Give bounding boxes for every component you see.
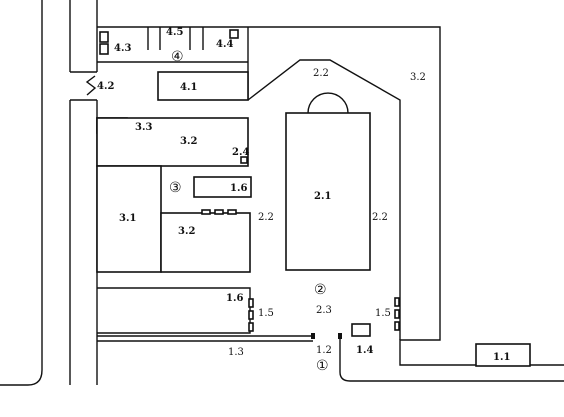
label-1-5-right: 1.5 <box>375 308 391 319</box>
zone-4-marker: ④ <box>171 49 184 65</box>
marker-1-5-right-c <box>394 321 400 331</box>
label-4-4: 4.4 <box>216 39 233 50</box>
label-1-4: 1.4 <box>356 345 373 356</box>
label-1-3: 1.3 <box>228 347 244 358</box>
label-3-3: 3.3 <box>135 122 152 133</box>
label-1-6-bottom: 1.6 <box>226 293 243 304</box>
post-left <box>311 333 315 339</box>
label-3-1: 3.1 <box>119 213 136 224</box>
label-2-2-top: 2.2 <box>313 68 329 79</box>
post-right <box>338 333 342 339</box>
building-3-2-lower-notch-2 <box>214 209 224 215</box>
label-2-2-right: 2.2 <box>372 212 388 223</box>
zone-1-marker: ① <box>316 358 329 374</box>
marker-4-3-upper <box>99 31 109 43</box>
road-edge-left-outer <box>0 0 43 386</box>
label-4-3: 4.3 <box>114 43 131 54</box>
building-3-2-lower-notch-3 <box>227 209 237 215</box>
label-1-1: 1.1 <box>493 352 510 363</box>
marker-1-5-right-a <box>394 297 400 307</box>
building-4-1 <box>157 71 249 101</box>
label-3-2-upper: 3.2 <box>180 136 197 147</box>
building-3-1 <box>96 165 162 273</box>
label-1-2: 1.2 <box>316 345 332 356</box>
label-2-3: 2.3 <box>316 305 332 316</box>
zone-3-marker: ③ <box>169 180 182 196</box>
label-3-2-lower: 3.2 <box>178 226 195 237</box>
building-2-1-dome <box>307 92 349 114</box>
marker-1-5-left-c <box>248 322 254 332</box>
label-3-2-right: 3.2 <box>410 72 426 83</box>
gate-symbol <box>85 75 97 96</box>
label-1-6-top: 1.6 <box>230 183 247 194</box>
building-3-2-lower-notch-1 <box>201 209 211 215</box>
building-1-6-top <box>193 176 252 198</box>
building-1-4 <box>351 323 371 337</box>
label-2-2-left: 2.2 <box>258 212 274 223</box>
marker-1-5-right-b <box>394 309 400 319</box>
label-1-5-left: 1.5 <box>258 308 274 319</box>
label-2-4: 2.4 <box>232 147 249 158</box>
diagonal-boundary <box>247 59 401 340</box>
marker-2-4 <box>240 156 248 164</box>
marker-4-3-lower <box>99 43 109 55</box>
building-2-1 <box>285 112 371 271</box>
marker-4-4 <box>229 29 239 39</box>
road-edge-right <box>339 338 564 382</box>
label-2-1: 2.1 <box>314 191 331 202</box>
building-1-1 <box>475 343 531 367</box>
building-3-2-upper <box>96 117 249 167</box>
marker-1-5-left-a <box>248 298 254 308</box>
building-3-2-lower <box>160 212 251 273</box>
site-boundary <box>97 26 564 366</box>
label-4-5: 4.5 <box>166 27 183 38</box>
label-4-1: 4.1 <box>180 82 197 93</box>
marker-1-5-left-b <box>248 310 254 320</box>
zone-2-marker: ② <box>314 282 327 298</box>
label-4-2: 4.2 <box>97 81 114 92</box>
